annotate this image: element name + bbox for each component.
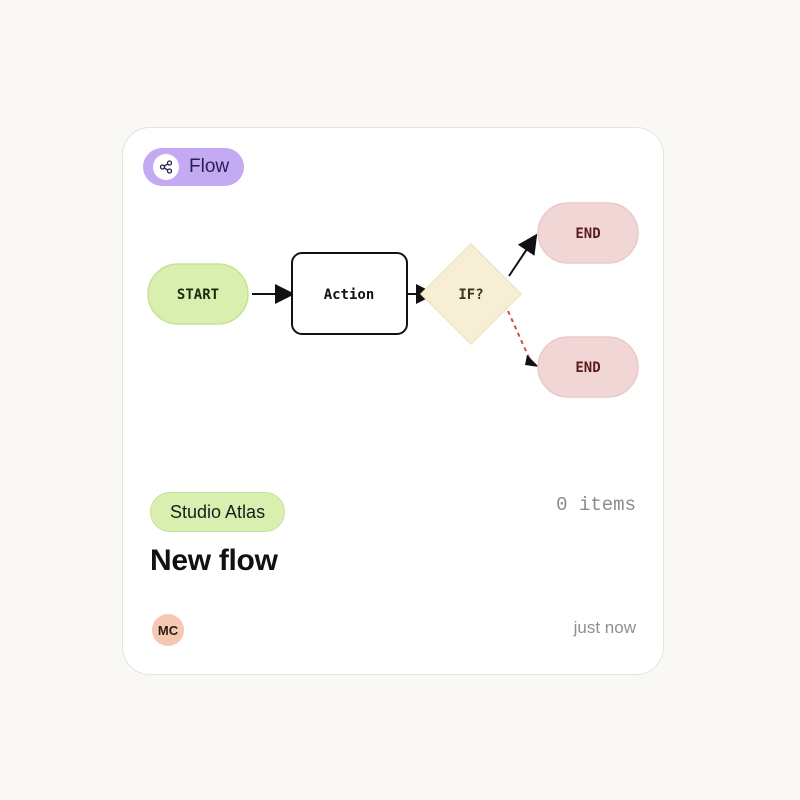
type-badge: Flow: [143, 148, 245, 186]
timestamp: just now: [573, 618, 636, 637]
flow-card[interactable]: Flow START Action IF?: [122, 127, 664, 675]
edge-decision-end-bottom: [507, 310, 531, 361]
node-start-label: START: [177, 287, 219, 303]
node-decision: IF?: [420, 243, 522, 345]
item-count: 0 items: [556, 494, 636, 516]
node-end-top-label: END: [575, 226, 600, 242]
type-label: Flow: [189, 156, 230, 177]
node-end-top: END: [537, 202, 639, 264]
flow-diagram: START Action IF? END END: [147, 202, 639, 398]
card-title[interactable]: New flow: [150, 544, 278, 577]
edge-arrowhead-bottom: [525, 355, 539, 367]
node-decision-label: IF?: [458, 287, 483, 303]
node-end-bottom-label: END: [575, 360, 600, 376]
node-action: Action: [291, 252, 408, 335]
team-badge[interactable]: Studio Atlas: [150, 492, 286, 532]
node-start: START: [147, 263, 249, 325]
node-end-bottom: END: [537, 336, 639, 398]
avatar[interactable]: MC: [152, 614, 184, 646]
node-action-label: Action: [324, 287, 375, 303]
share-icon: [153, 154, 179, 180]
edge-decision-end-top: [508, 233, 538, 277]
